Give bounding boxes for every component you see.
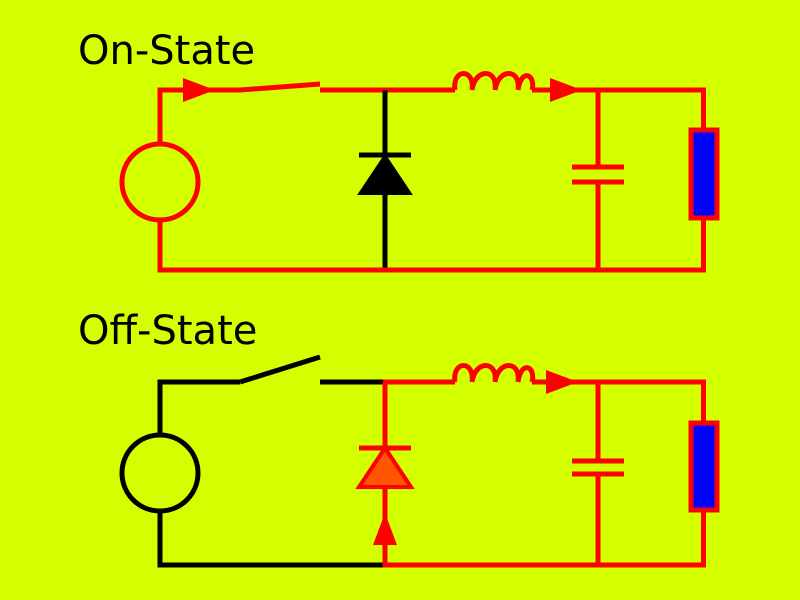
on-current-arrow-right (550, 78, 582, 102)
off-switch-open (239, 354, 321, 385)
on-diode-triangle (357, 153, 413, 195)
on-state-circuit (119, 71, 720, 273)
off-voltage-source (119, 432, 201, 514)
on-switch-closed (239, 81, 321, 93)
off-diode-triangle (355, 444, 415, 489)
off-state-label: Off-State (78, 308, 258, 354)
on-load-resistor (688, 127, 720, 221)
off-current-arrow-right (546, 370, 578, 394)
off-state-circuit (119, 354, 720, 568)
off-inductor (452, 363, 536, 383)
on-capacitor-plates (572, 164, 624, 185)
on-state-label: On-State (78, 28, 256, 74)
off-load-resistor (688, 420, 720, 513)
off-current-arrow-up (373, 513, 397, 545)
on-current-arrow-top (183, 78, 215, 102)
off-capacitor-plates (572, 458, 624, 477)
on-inductor (452, 71, 536, 91)
on-voltage-source (119, 141, 201, 223)
